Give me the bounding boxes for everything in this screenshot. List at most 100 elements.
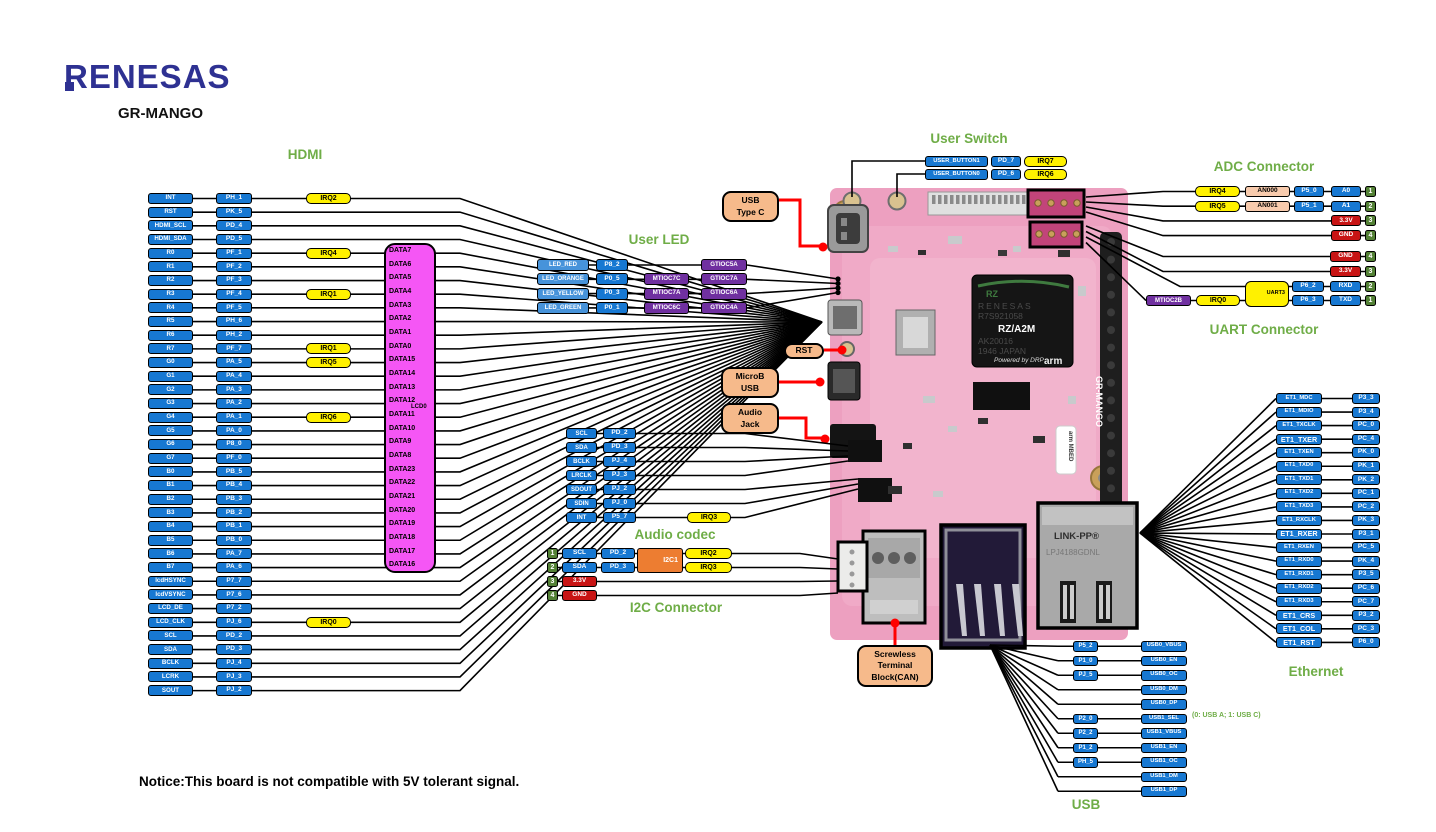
usb-signal-pin: USB1_EN [1141, 742, 1187, 753]
ethernet-mcu-pin: PC_7 [1352, 596, 1380, 608]
ethernet-mcu-pin: PC_4 [1352, 433, 1380, 445]
usb-a-prong [956, 584, 967, 636]
i2c-signal-pin: SDA [562, 562, 597, 573]
gtioc-pin: GTIOC5A [701, 259, 747, 271]
uart-pin [1047, 230, 1056, 238]
hdmi-signal-pin: B1 [148, 480, 193, 492]
ethernet-signal-pin: ET1_COL [1276, 623, 1322, 635]
hdmi-mcu-pin: PK_5 [216, 206, 252, 218]
section-title-ethernet: Ethernet [1288, 664, 1344, 679]
i2c-signal-pin: 3.3V [562, 576, 597, 587]
lcd-data-label: DATA13 [389, 383, 416, 391]
uart-mcu-pin: P6_2 [1292, 281, 1324, 292]
usb-type-c-cavity [836, 213, 860, 244]
ffc-tooth [1010, 195, 1014, 204]
usb-mcu-pin: P2_0 [1073, 713, 1098, 724]
hdmi-signal-pin: R2 [148, 275, 193, 287]
hdmi-mcu-pin: PA_1 [216, 411, 252, 423]
irq-badge: IRQ5 [1195, 200, 1240, 212]
hdmi-signal-pin: SDA [148, 644, 193, 656]
codec-mcu-pin: PJ_0 [603, 498, 636, 509]
smd-component [923, 396, 935, 403]
ethernet-signal-pin: ET1_RXD3 [1276, 596, 1322, 608]
ethernet-mcu-pin: PC_1 [1352, 487, 1380, 499]
callout-rst: RST [784, 343, 824, 359]
ethernet-signal-pin: ET1_CRS [1276, 609, 1322, 621]
uart-pin [1072, 230, 1081, 238]
ethernet-jack-part: LPJ4188GDNL [1046, 548, 1100, 557]
irq-badge: IRQ3 [685, 562, 732, 573]
usb-c-pin [841, 218, 847, 226]
smd-component [1013, 246, 1021, 252]
i2c-signal-pin: GND [562, 590, 597, 601]
hdmi-mcu-pin: PH_6 [216, 316, 252, 328]
callout-line: USB [741, 195, 760, 206]
user-button0 [887, 191, 907, 211]
usb-signal-pin: USB0_DP [1141, 699, 1187, 710]
usb-a-prong [1012, 584, 1023, 636]
ethernet-signal-pin: ET1_TXD1 [1276, 474, 1322, 486]
hdmi-mcu-pin: PH_1 [216, 193, 252, 204]
hdmi-mcu-pin: PF_3 [216, 275, 252, 287]
hdmi-signal-pin: B3 [148, 507, 193, 519]
hdmi-signal-pin: SOUT [148, 685, 193, 697]
hdmi-signal-pin: G5 [148, 425, 193, 437]
hdmi-signal-pin: G1 [148, 370, 193, 382]
hdmi-mcu-pin: PD_2 [216, 630, 252, 642]
hdmi-mcu-pin: P7_2 [216, 603, 252, 615]
led-mcu-pin: P8_2 [596, 259, 628, 271]
hdmi-mcu-pin: PF_1 [216, 247, 252, 259]
silkscreen-label: GR-MANGO [1094, 376, 1104, 427]
codec-signal-pin: LRCLK [566, 470, 597, 481]
usb-a-prong [974, 584, 985, 636]
terminal-clamp [888, 552, 900, 564]
header-pin [1107, 290, 1115, 299]
i2c-pin [849, 571, 855, 577]
usb-a-rim [944, 528, 1022, 642]
usb-c-pin [841, 232, 847, 240]
switch-mcu-pin: PD_6 [991, 169, 1021, 180]
hdmi-signal-pin: lcdVSYNC [148, 589, 193, 601]
irq-badge: IRQ7 [1024, 156, 1067, 167]
hdmi-mcu-pin: PF_2 [216, 261, 252, 273]
led-mcu-pin: P0_3 [596, 287, 628, 300]
hdmi-signal-pin: LCD_DE [148, 603, 193, 615]
hdmi-signal-pin: B2 [148, 493, 193, 505]
codec-signal-pin: SDIN [566, 498, 597, 509]
adc-pin [1034, 199, 1042, 207]
connector-pin-number: 2 [547, 562, 558, 573]
ethernet-signal-pin: ET1_TXER [1276, 433, 1322, 445]
chip-date: 1946 JAPAN [978, 346, 1026, 356]
hdmi-signal-pin: B6 [148, 548, 193, 560]
notice-text: Notice:This board is not compatible with… [139, 774, 520, 789]
adc-channel: AN001 [1245, 200, 1290, 212]
ffc-tooth [932, 195, 936, 204]
terminal-clamp [904, 552, 916, 564]
uart-mcu-pin: P6_3 [1292, 295, 1324, 306]
i2c-mcu-pin: PD_2 [601, 548, 635, 559]
ffc-tooth [980, 195, 984, 204]
connector-pin-number: 1 [1365, 186, 1376, 197]
usb-mcu-pin: P1_2 [1073, 742, 1098, 753]
hdmi-signal-pin: HDMI_SCL [148, 220, 193, 232]
hdmi-signal-pin: SCL [148, 630, 193, 642]
header-pin [1107, 308, 1115, 317]
hdmi-mcu-pin: PB_1 [216, 521, 252, 533]
hdmi-mcu-pin: PB_5 [216, 466, 252, 478]
adc-signal-pin: A1 [1331, 200, 1361, 212]
rz-logo-swoosh [977, 279, 1070, 289]
codec-mcu-pin: PJ_2 [603, 484, 636, 495]
smd-component [888, 486, 902, 494]
hdmi-mcu-pin: PD_5 [216, 234, 252, 245]
hdmi-mcu-pin: PA_3 [216, 384, 252, 396]
mini-hdmi-cavity [833, 306, 857, 329]
ethernet-jack-brand: LINK-PP® [1054, 531, 1099, 542]
led-signal-pin: LED_YELLOW [537, 287, 589, 300]
hdmi-mcu-pin: PA_0 [216, 425, 252, 437]
smd-component [948, 426, 957, 432]
hdmi-signal-pin: R6 [148, 329, 193, 341]
connector-pin-number: 1 [1365, 295, 1376, 306]
uart-pin [1060, 230, 1068, 238]
chip-drp: Powered by DRP [994, 357, 1045, 364]
